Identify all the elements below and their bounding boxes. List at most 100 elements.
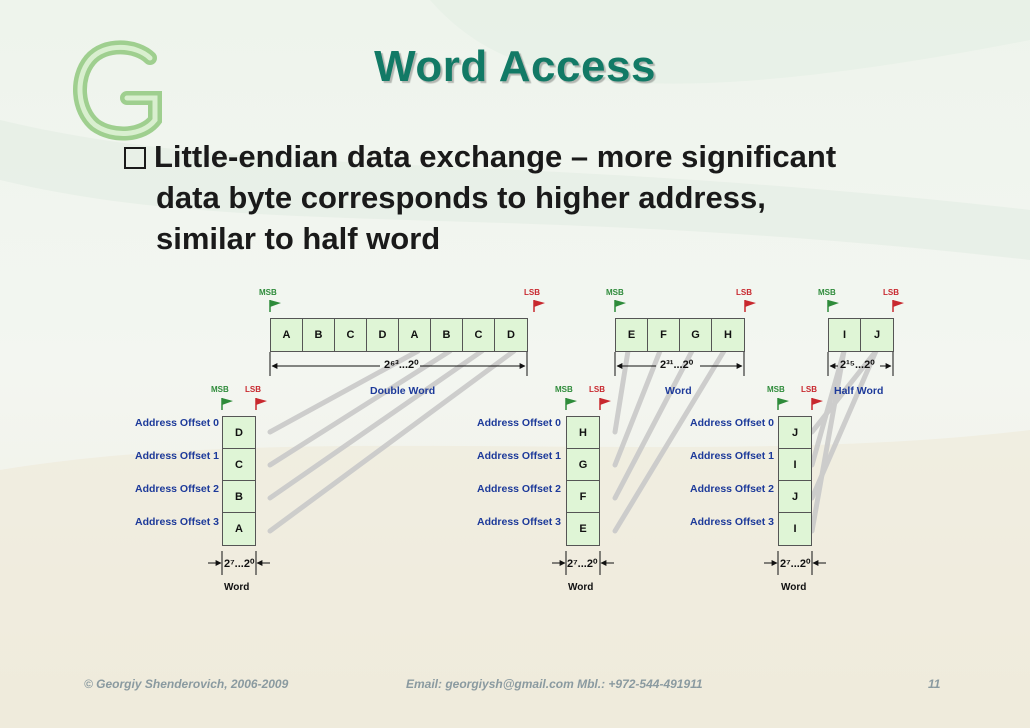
register-cell: D xyxy=(367,319,399,351)
connector-line xyxy=(612,348,631,435)
word-msb-label: MSB xyxy=(606,288,624,297)
mem-left-stack: D C B A xyxy=(222,416,256,546)
word-lsb-label: LSB xyxy=(736,288,752,297)
msb-flag-icon xyxy=(827,300,839,312)
memory-cell: H xyxy=(567,417,599,449)
bullet-line-2: data byte corresponds to higher address, xyxy=(156,180,766,215)
register-cell: A xyxy=(271,319,303,351)
mem-left-address-offset-0: Address Offset 0 xyxy=(135,417,220,429)
bullet-text: Little-endian data exchange – more signi… xyxy=(124,136,944,259)
memory-cell: B xyxy=(223,481,255,513)
memory-cell: E xyxy=(579,523,587,535)
word-caption: Word xyxy=(665,385,692,397)
mem-right-address-offset-1: Address Offset 1 xyxy=(690,450,775,462)
lsb-flag-icon xyxy=(255,398,267,410)
half-word-lsb-label: LSB xyxy=(883,288,899,297)
lsb-flag-icon xyxy=(599,398,611,410)
msb-flag-icon xyxy=(777,398,789,410)
slide-title: Word Access xyxy=(374,42,656,91)
register-cell: F xyxy=(648,319,680,351)
mem-right-caption: Word xyxy=(781,582,807,593)
register-cell: A xyxy=(399,319,431,351)
half-word-register: I J xyxy=(828,318,894,352)
mem-left-address-offset-3: Address Offset 3 xyxy=(135,516,220,528)
footer-copyright: © Georgiy Shenderovich, 2006-2009 xyxy=(84,677,289,691)
connector-line xyxy=(267,348,453,468)
memory-cell: I xyxy=(793,523,797,535)
double-word-lsb-label: LSB xyxy=(524,288,540,297)
connector-line xyxy=(612,348,663,468)
mem-mid-address-offset-2: Address Offset 2 xyxy=(477,483,562,495)
half-word-msb-label: MSB xyxy=(818,288,836,297)
msb-flag-icon xyxy=(614,300,626,312)
register-cell: E xyxy=(616,319,648,351)
mem-right-address-offset-2: Address Offset 2 xyxy=(690,483,775,495)
lsb-flag-icon xyxy=(892,300,904,312)
register-cell: H xyxy=(724,329,732,341)
memory-cell: F xyxy=(567,481,599,513)
bullet-line-1: Little-endian data exchange – more signi… xyxy=(124,136,944,177)
mem-right-msb-label: MSB xyxy=(767,385,785,394)
connector-line xyxy=(267,348,517,534)
mem-mid-caption: Word xyxy=(568,582,594,593)
msb-flag-icon xyxy=(565,398,577,410)
register-cell: G xyxy=(680,319,712,351)
mem-mid-address-offset-1: Address Offset 1 xyxy=(477,450,562,462)
word-register: E F G H xyxy=(615,318,745,352)
double-word-bit-range: 2⁶³...2⁰ xyxy=(384,359,419,371)
mem-mid-bit-range: 2⁷...2⁰ xyxy=(567,558,598,570)
register-cell: C xyxy=(463,319,495,351)
register-cell: I xyxy=(829,319,861,351)
memory-cell: A xyxy=(235,523,243,535)
mem-mid-address-offset-3: Address Offset 3 xyxy=(477,516,562,528)
mem-right-address-offset-0: Address Offset 0 xyxy=(690,417,775,429)
mem-right-stack: J I J I xyxy=(778,416,812,546)
bullet-line-1-text: Little-endian data exchange – more signi… xyxy=(154,139,837,174)
register-cell: B xyxy=(303,319,335,351)
double-word-msb-label: MSB xyxy=(259,288,277,297)
double-word-caption: Double Word xyxy=(370,385,436,397)
memory-cell: D xyxy=(223,417,255,449)
connector-line xyxy=(809,348,847,534)
mem-left-address-offset-2: Address Offset 2 xyxy=(135,483,220,495)
memory-cell: G xyxy=(567,449,599,481)
mem-right-address-offset-3: Address Offset 3 xyxy=(690,516,775,528)
mem-mid-stack: H G F E xyxy=(566,416,600,546)
lsb-flag-icon xyxy=(811,398,823,410)
connector-line xyxy=(267,348,485,501)
register-cell: B xyxy=(431,319,463,351)
double-word-register: A B C D A B C D xyxy=(270,318,528,352)
mem-mid-msb-label: MSB xyxy=(555,385,573,394)
memory-cell: J xyxy=(779,417,811,449)
mem-left-bit-range: 2⁷...2⁰ xyxy=(224,558,255,570)
mem-left-caption: Word xyxy=(224,582,250,593)
connector-line xyxy=(612,348,695,501)
half-word-bit-range: 2¹⁵...2⁰ xyxy=(840,359,875,371)
memory-cell: I xyxy=(779,449,811,481)
mem-left-address-offset-1: Address Offset 1 xyxy=(135,450,220,462)
connector-line xyxy=(267,348,421,435)
word-bit-range: 2³¹...2⁰ xyxy=(660,359,694,371)
memory-cell: J xyxy=(779,481,811,513)
mem-mid-lsb-label: LSB xyxy=(589,385,605,394)
mem-right-lsb-label: LSB xyxy=(801,385,817,394)
register-cell: D xyxy=(507,329,515,341)
bullet-line-3: similar to half word xyxy=(156,221,441,256)
mem-mid-address-offset-0: Address Offset 0 xyxy=(477,417,562,429)
lsb-flag-icon xyxy=(744,300,756,312)
register-cell: J xyxy=(873,329,881,341)
half-word-caption: Half Word xyxy=(834,385,884,397)
memory-cell: C xyxy=(223,449,255,481)
lsb-flag-icon xyxy=(533,300,545,312)
msb-flag-icon xyxy=(269,300,281,312)
connector-line xyxy=(612,348,727,534)
mem-left-lsb-label: LSB xyxy=(245,385,261,394)
footer-page-number: 11 xyxy=(928,677,941,691)
footer-contact: Email: georgiysh@gmail.com Mbl.: +972-54… xyxy=(406,677,703,691)
mem-right-bit-range: 2⁷...2⁰ xyxy=(780,558,811,570)
checkbox-bullet-icon xyxy=(124,147,146,169)
